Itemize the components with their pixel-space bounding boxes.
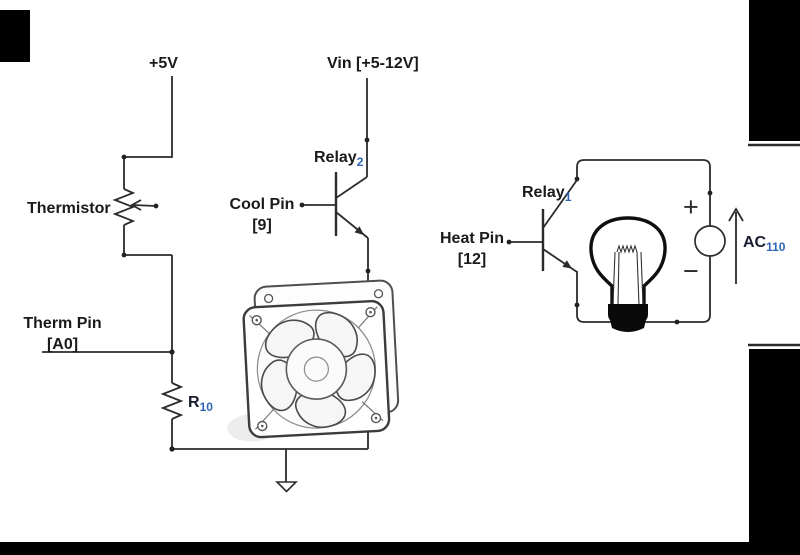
- relay1-collector: [542, 179, 578, 229]
- wire-5v-feed: [124, 76, 173, 158]
- heat-pin-text: Heat Pin: [439, 230, 504, 247]
- relay2-emitter-arrowhead: [354, 226, 364, 235]
- label-heat-pin: Heat Pin [12]: [432, 228, 512, 270]
- relay2-collector: [335, 176, 368, 199]
- r10-resistor-zigzag: [160, 382, 184, 420]
- label-r10: R10: [188, 393, 213, 414]
- r10-subscript: 10: [199, 400, 213, 414]
- label-vin: Vin [+5-12V]: [327, 55, 419, 72]
- bulb-filament: [612, 244, 644, 306]
- ac-main: AC: [743, 234, 767, 251]
- r10-main: R: [188, 394, 200, 411]
- relay2-transistor: [302, 172, 369, 239]
- minus-sign: −: [683, 256, 699, 286]
- black-rectangle-top-left: [0, 10, 30, 62]
- thermistor-zigzag: [112, 188, 136, 226]
- thermistor-arrowhead: [130, 199, 142, 211]
- fan-corner-struts: [249, 306, 384, 430]
- label-cool-pin: Cool Pin [9]: [224, 194, 300, 236]
- fan-hub-center: [303, 356, 329, 382]
- label-5v: +5V: [149, 55, 178, 72]
- ac-source: [694, 207, 744, 284]
- fan-hub: [285, 338, 348, 400]
- fan-sketch: [227, 279, 400, 442]
- ac-arrowhead: [728, 207, 744, 222]
- relay2-main: Relay: [314, 149, 357, 166]
- black-rectangle-bottom-right: [749, 349, 800, 555]
- label-thermistor: Thermistor: [27, 200, 111, 217]
- label-ac110: AC110: [743, 233, 786, 254]
- ac-source-circle: [694, 225, 726, 257]
- heat-pin-ref: [12]: [457, 251, 487, 268]
- label-relay1: Relay1: [522, 183, 572, 204]
- thermistor-arrow-line: [132, 204, 157, 207]
- relay1-main: Relay: [522, 184, 565, 201]
- light-bulb: [589, 216, 667, 332]
- relay1-transistor: [541, 179, 578, 273]
- ground-symbol: [275, 481, 298, 493]
- black-rectangle-top-right: [749, 0, 800, 141]
- bulb-glass: [589, 216, 667, 308]
- label-therm-pin: Therm Pin [A0]: [20, 313, 105, 355]
- relay1-emitter-arrowhead: [562, 260, 572, 269]
- fan-screw-holes: [251, 306, 382, 432]
- thermistor-symbol: [112, 188, 157, 226]
- relay2-subscript: 2: [356, 155, 364, 169]
- therm-pin-ref: [A0]: [46, 336, 79, 353]
- ac-subscript: 110: [766, 240, 786, 254]
- therm-pin-text: Therm Pin: [23, 315, 102, 332]
- wire-thermistor-bottom: [123, 225, 172, 256]
- plus-sign: +: [683, 192, 699, 222]
- cool-pin-ref: [9]: [252, 217, 272, 234]
- label-relay2: Relay2: [314, 148, 364, 169]
- black-bar-bottom: [0, 542, 800, 555]
- junction-dots: [121, 137, 713, 452]
- relay1-subscript: 1: [564, 190, 572, 204]
- wire-loop-top: [576, 159, 711, 226]
- cool-pin-text: Cool Pin: [229, 196, 295, 213]
- bulb-base: [608, 304, 648, 332]
